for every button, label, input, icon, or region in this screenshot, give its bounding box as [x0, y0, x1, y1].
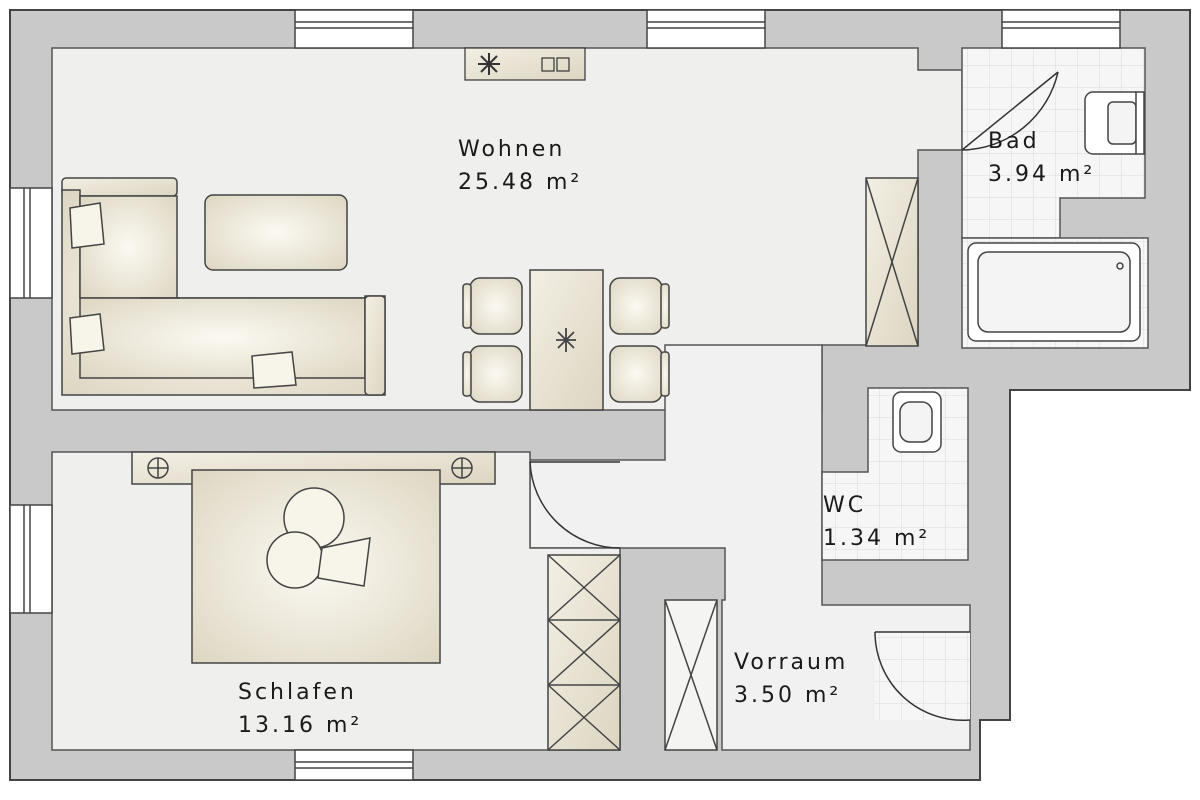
room-area: 1.34 m²: [823, 526, 931, 551]
room-area: 13.16 m²: [238, 713, 363, 738]
room-name: Bad: [988, 129, 1040, 154]
bathtub-icon: [967, 242, 1141, 342]
room-area: 25.48 m²: [458, 170, 583, 195]
lamp-icon: [556, 328, 576, 352]
window-icon: [9, 187, 53, 299]
wardrobe-icon: [865, 177, 919, 347]
room-name: Schlafen: [238, 680, 357, 705]
sink-icon: [1084, 91, 1145, 155]
room-label-wohnen: Wohnen 25.48 m²: [458, 133, 582, 199]
room-name: WC: [823, 493, 867, 518]
room-label-bad: Bad 3.94 m²: [988, 125, 1095, 191]
room-label-vorraum: Vorraum 3.50 m²: [734, 646, 848, 712]
room-name: Wohnen: [458, 137, 566, 162]
sofa-icon: [61, 177, 386, 396]
plant-icon: [478, 53, 500, 75]
table-icon: [204, 194, 348, 271]
door-swing-icon: [874, 631, 971, 722]
bed-icon: [131, 451, 496, 664]
window-icon: [1001, 9, 1121, 49]
room-label-wc: WC 1.34 m²: [823, 489, 930, 555]
window-icon: [646, 9, 766, 49]
tv-sideboard-icon: [464, 47, 586, 81]
door-swing-icon: [529, 461, 621, 549]
dining-set: [462, 269, 670, 411]
window-icon: [294, 749, 414, 781]
chair-icon: [462, 277, 670, 403]
window-icon: [9, 504, 53, 614]
wardrobe-icon: [664, 599, 718, 751]
room-area: 3.50 m²: [734, 683, 842, 708]
windows: [9, 9, 1121, 781]
room-area: 3.94 m²: [988, 162, 1096, 187]
wardrobe-icon: [547, 554, 621, 751]
room-name: Vorraum: [734, 650, 849, 675]
room-label-schlafen: Schlafen 13.16 m²: [238, 676, 362, 742]
door-swing-icon: [961, 71, 1059, 151]
toilet-icon: [892, 391, 942, 453]
doors: [529, 71, 1059, 722]
window-icon: [294, 9, 414, 49]
